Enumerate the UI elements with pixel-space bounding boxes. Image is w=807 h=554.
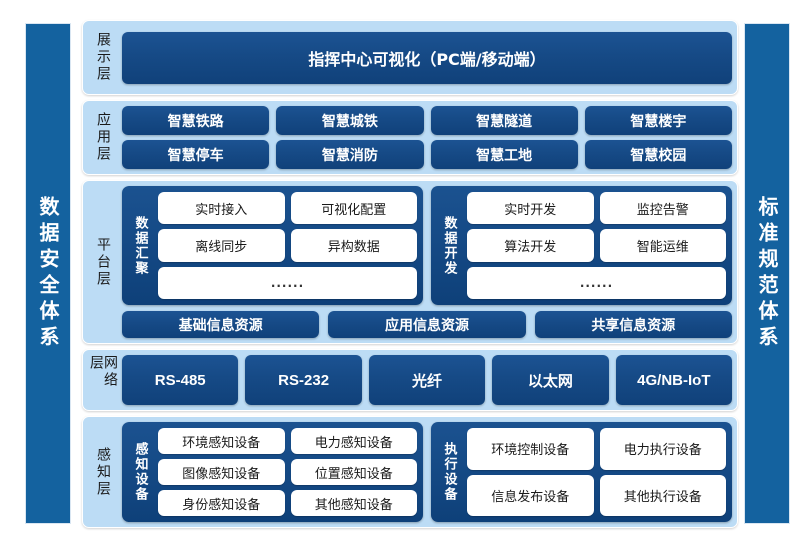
pillar-left-label: 数据安全体系 xyxy=(36,195,60,352)
group-data-development-grid: 实时开发 监控告警 算法开发 智能运维 ...... xyxy=(467,192,726,299)
pillar-data-security: 数据安全体系 xyxy=(25,23,71,524)
layer-network-body: RS-485 RS-232 光纤 以太网 4G/NB-IoT xyxy=(122,355,733,405)
group-execution-devices-title-wrap: 执行设备 xyxy=(437,428,461,516)
network-ethernet[interactable]: 以太网 xyxy=(492,355,609,405)
chip-offline-sync[interactable]: 离线同步 xyxy=(158,229,285,262)
chip-data-aggregation-more[interactable]: ...... xyxy=(158,266,417,299)
layer-sensing-label-wrap: 感知层 xyxy=(88,422,118,522)
layer-platform-body: 数据汇聚 实时接入 可视化配置 离线同步 异构数据 xyxy=(122,186,732,338)
layer-platform-label: 平台层 xyxy=(95,236,111,288)
group-data-aggregation: 数据汇聚 实时接入 可视化配置 离线同步 异构数据 xyxy=(122,186,423,305)
layer-application-label: 应用层 xyxy=(95,112,111,163)
chip-power-sensing-device[interactable]: 电力感知设备 xyxy=(290,428,417,454)
group-data-aggregation-grid: 实时接入 可视化配置 离线同步 异构数据 ...... xyxy=(158,192,417,299)
chip-heterogeneous-data[interactable]: 异构数据 xyxy=(290,229,417,262)
chip-other-sensing-device[interactable]: 其他感知设备 xyxy=(290,490,417,516)
group-sensing-devices-title: 感知设备 xyxy=(132,442,148,502)
network-4g-nbiot[interactable]: 4G/NB-IoT xyxy=(615,355,733,405)
data-aggregation-row-3: ...... xyxy=(158,266,417,299)
layer-network-label: 网络层 xyxy=(88,355,118,389)
group-sensing-devices: 感知设备 环境感知设备 电力感知设备 图像感知设备 位置感知设备 xyxy=(122,422,423,522)
platform-group-container: 数据汇聚 实时接入 可视化配置 离线同步 异构数据 xyxy=(122,186,732,305)
data-aggregation-row-2: 离线同步 异构数据 xyxy=(158,229,417,262)
group-sensing-devices-grid: 环境感知设备 电力感知设备 图像感知设备 位置感知设备 身份感知设备 其他感知设… xyxy=(158,428,417,516)
layer-stack: 展示层 指挥中心可视化（PC端/移动端） 应用层 智慧铁路 智慧城铁 智慧隧道 … xyxy=(82,20,738,530)
group-execution-devices-grid: 环境控制设备 电力执行设备 信息发布设备 其他执行设备 xyxy=(467,428,726,516)
data-development-row-2: 算法开发 智能运维 xyxy=(467,229,726,262)
layer-sensing-body: 感知设备 环境感知设备 电力感知设备 图像感知设备 位置感知设备 xyxy=(122,422,732,522)
resource-shared-information[interactable]: 共享信息资源 xyxy=(534,311,732,338)
sensing-group-container: 感知设备 环境感知设备 电力感知设备 图像感知设备 位置感知设备 xyxy=(122,422,732,522)
chip-intelligent-operations[interactable]: 智能运维 xyxy=(599,229,726,262)
chip-realtime-access[interactable]: 实时接入 xyxy=(158,192,285,225)
chip-power-execution-device[interactable]: 电力执行设备 xyxy=(599,428,726,470)
data-development-row-3: ...... xyxy=(467,266,726,299)
layer-presentation-label-wrap: 展示层 xyxy=(88,26,118,89)
layer-platform: 平台层 数据汇聚 实时接入 可视化配置 xyxy=(82,180,738,344)
sensing-devices-row-3: 身份感知设备 其他感知设备 xyxy=(158,490,417,516)
app-smart-construction-site[interactable]: 智慧工地 xyxy=(430,140,578,169)
app-smart-campus[interactable]: 智慧校园 xyxy=(584,140,732,169)
network-item-row: RS-485 RS-232 光纤 以太网 4G/NB-IoT xyxy=(122,355,733,405)
chip-other-execution-device[interactable]: 其他执行设备 xyxy=(599,474,726,516)
app-smart-tunnel[interactable]: 智慧隧道 xyxy=(430,106,578,135)
group-data-development-title-wrap: 数据开发 xyxy=(437,192,461,299)
data-development-row-1: 实时开发 监控告警 xyxy=(467,192,726,225)
layer-platform-label-wrap: 平台层 xyxy=(88,186,118,338)
layer-application-body: 智慧铁路 智慧城铁 智慧隧道 智慧楼宇 智慧停车 智慧消防 智慧工地 智慧校园 xyxy=(122,106,732,169)
execution-devices-row-1: 环境控制设备 电力执行设备 xyxy=(467,428,726,470)
layer-presentation: 展示层 指挥中心可视化（PC端/移动端） xyxy=(82,20,738,95)
chip-image-sensing-device[interactable]: 图像感知设备 xyxy=(158,459,285,485)
layer-application: 应用层 智慧铁路 智慧城铁 智慧隧道 智慧楼宇 智慧停车 智慧消防 智慧工地 智… xyxy=(82,100,738,175)
chip-information-release-device[interactable]: 信息发布设备 xyxy=(467,474,594,516)
app-smart-railway[interactable]: 智慧铁路 xyxy=(122,106,270,135)
network-rs232[interactable]: RS-232 xyxy=(245,355,362,405)
chip-data-development-more[interactable]: ...... xyxy=(467,266,726,299)
platform-resource-row: 基础信息资源 应用信息资源 共享信息资源 xyxy=(122,311,732,338)
chip-realtime-development[interactable]: 实时开发 xyxy=(467,192,594,225)
group-data-aggregation-title: 数据汇聚 xyxy=(132,215,148,276)
layer-presentation-label: 展示层 xyxy=(95,32,111,83)
app-smart-parking[interactable]: 智慧停车 xyxy=(122,140,270,169)
layer-sensing: 感知层 感知设备 环境感知设备 电力感知设备 xyxy=(82,416,738,528)
data-aggregation-row-1: 实时接入 可视化配置 xyxy=(158,192,417,225)
resource-application-information[interactable]: 应用信息资源 xyxy=(328,311,526,338)
group-execution-devices: 执行设备 环境控制设备 电力执行设备 信息发布设备 其他执行设备 xyxy=(431,422,732,522)
app-smart-urban-rail[interactable]: 智慧城铁 xyxy=(276,106,424,135)
sensing-devices-row-2: 图像感知设备 位置感知设备 xyxy=(158,459,417,485)
network-rs485[interactable]: RS-485 xyxy=(122,355,239,405)
banner-command-center-visualization[interactable]: 指挥中心可视化（PC端/移动端） xyxy=(122,31,732,84)
group-execution-devices-title: 执行设备 xyxy=(441,442,457,502)
chip-monitoring-alarm[interactable]: 监控告警 xyxy=(599,192,726,225)
group-sensing-devices-title-wrap: 感知设备 xyxy=(128,428,152,516)
application-row-1: 智慧铁路 智慧城铁 智慧隧道 智慧楼宇 xyxy=(122,106,732,135)
app-smart-firefighting[interactable]: 智慧消防 xyxy=(276,140,424,169)
chip-environment-sensing-device[interactable]: 环境感知设备 xyxy=(158,428,285,454)
application-row-2: 智慧停车 智慧消防 智慧工地 智慧校园 xyxy=(122,140,732,169)
pillar-standard-specification: 标准规范体系 xyxy=(744,23,790,524)
chip-environment-control-device[interactable]: 环境控制设备 xyxy=(467,428,594,470)
app-smart-building[interactable]: 智慧楼宇 xyxy=(584,106,732,135)
chip-algorithm-development[interactable]: 算法开发 xyxy=(467,229,594,262)
group-data-development-title: 数据开发 xyxy=(441,215,457,276)
group-data-development: 数据开发 实时开发 监控告警 算法开发 智能运维 xyxy=(431,186,732,305)
chip-visual-configuration[interactable]: 可视化配置 xyxy=(290,192,417,225)
layer-sensing-label: 感知层 xyxy=(95,446,111,498)
pillar-right-label: 标准规范体系 xyxy=(755,195,779,352)
layer-application-label-wrap: 应用层 xyxy=(88,106,118,169)
layer-presentation-body: 指挥中心可视化（PC端/移动端） xyxy=(122,26,732,89)
chip-identity-sensing-device[interactable]: 身份感知设备 xyxy=(158,490,285,516)
layer-network-label-wrap: 网络层 xyxy=(88,355,118,405)
chip-location-sensing-device[interactable]: 位置感知设备 xyxy=(290,459,417,485)
group-data-aggregation-title-wrap: 数据汇聚 xyxy=(128,192,152,299)
resource-basic-information[interactable]: 基础信息资源 xyxy=(122,311,320,338)
execution-devices-row-2: 信息发布设备 其他执行设备 xyxy=(467,474,726,516)
network-fiber-optic[interactable]: 光纤 xyxy=(368,355,486,405)
layer-network: 网络层 RS-485 RS-232 光纤 以太网 4G/NB-IoT xyxy=(82,349,738,411)
sensing-devices-row-1: 环境感知设备 电力感知设备 xyxy=(158,428,417,454)
